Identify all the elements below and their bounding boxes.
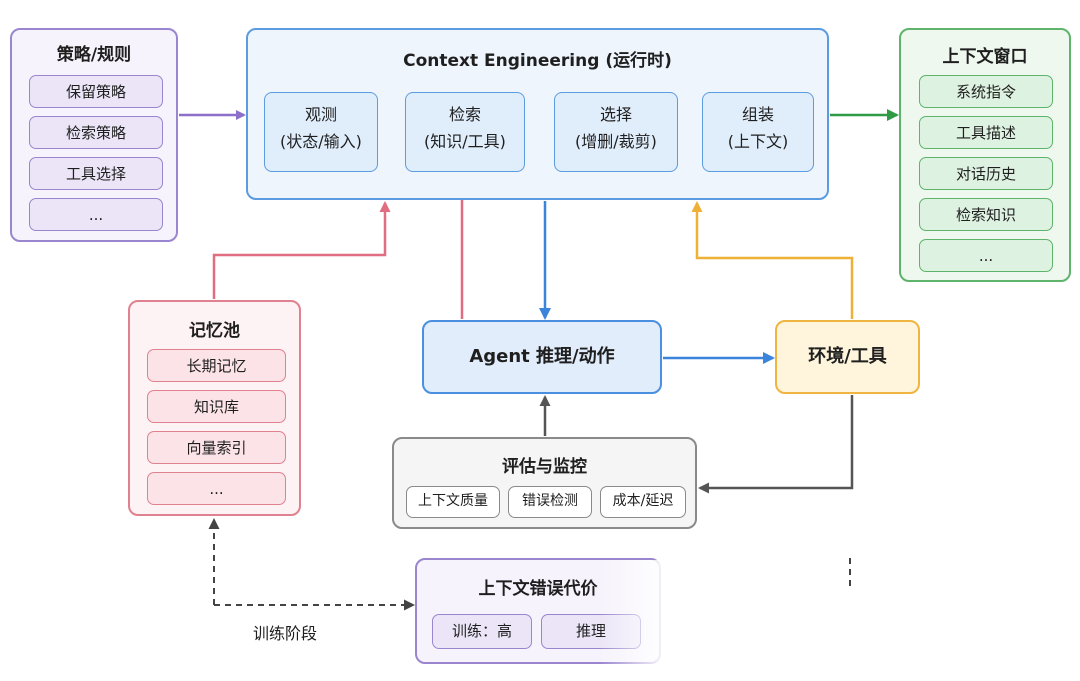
dashed-stub [849, 558, 851, 586]
memory-item: ... [147, 472, 286, 505]
stage-name: 检索 [448, 105, 481, 124]
evaluation-item: 上下文质量 [406, 486, 500, 518]
stage-retrieve: 检索 (知识/工具) [405, 92, 525, 172]
arrow-env-to-eval [698, 395, 854, 494]
arrow-memory-to-ce [212, 201, 391, 299]
policy-item: 检索策略 [29, 116, 163, 149]
faded-overlay [600, 560, 1080, 681]
arrow-env-to-ce [691, 201, 854, 319]
context-window-box: 上下文窗口 系统指令 工具描述 对话历史 检索知识 ... [899, 28, 1071, 282]
training-stage-label: 训练阶段 [253, 624, 318, 643]
policy-item: 工具选择 [29, 157, 163, 190]
stage-name: 组装 [741, 105, 774, 124]
agent-box: Agent 推理/动作 [422, 320, 662, 394]
context-window-title: 上下文窗口 [942, 47, 1028, 67]
memory-pool-title: 记忆池 [189, 321, 240, 341]
stage-detail: (增删/裁剪) [575, 132, 657, 151]
memory-item: 向量索引 [147, 431, 286, 464]
context-engineering-box: Context Engineering (运行时) 观测 (状态/输入) 检索 … [246, 28, 829, 200]
evaluation-item: 成本/延迟 [600, 486, 686, 518]
stage-name: 选择 [599, 105, 632, 124]
evaluation-item: 错误检测 [508, 486, 592, 518]
cost-item: 训练：高 [432, 614, 532, 649]
stage-detail: (知识/工具) [424, 132, 506, 151]
evaluation-monitoring-box: 评估与监控 上下文质量 错误检测 成本/延迟 [392, 437, 697, 529]
context-window-item: 工具描述 [919, 116, 1053, 149]
context-window-item: ... [919, 239, 1053, 272]
stage-observe: 观测 (状态/输入) [264, 92, 378, 172]
policy-title: 策略/规则 [56, 45, 132, 65]
policy-item: 保留策略 [29, 75, 163, 108]
context-window-item: 系统指令 [919, 75, 1053, 108]
memory-item: 知识库 [147, 390, 286, 423]
policy-rules-box: 策略/规则 保留策略 检索策略 工具选择 ... [10, 28, 178, 242]
policy-item: ... [29, 198, 163, 231]
context-window-item: 检索知识 [919, 198, 1053, 231]
context-window-item: 对话历史 [919, 157, 1053, 190]
cost-title: 上下文错误代价 [478, 579, 598, 599]
memory-pool-box: 记忆池 长期记忆 知识库 向量索引 ... [128, 300, 301, 516]
context-engineering-title: Context Engineering (运行时) [403, 51, 672, 71]
stage-assemble: 组装 (上下文) [702, 92, 814, 172]
evaluation-title: 评估与监控 [502, 457, 587, 477]
stage-name: 观测 [304, 105, 337, 124]
stage-detail: (上下文) [727, 132, 789, 151]
memory-item: 长期记忆 [147, 349, 286, 382]
stage-detail: (状态/输入) [280, 132, 362, 151]
environment-tools-box: 环境/工具 [775, 320, 920, 394]
stage-select: 选择 (增删/裁剪) [554, 92, 678, 172]
